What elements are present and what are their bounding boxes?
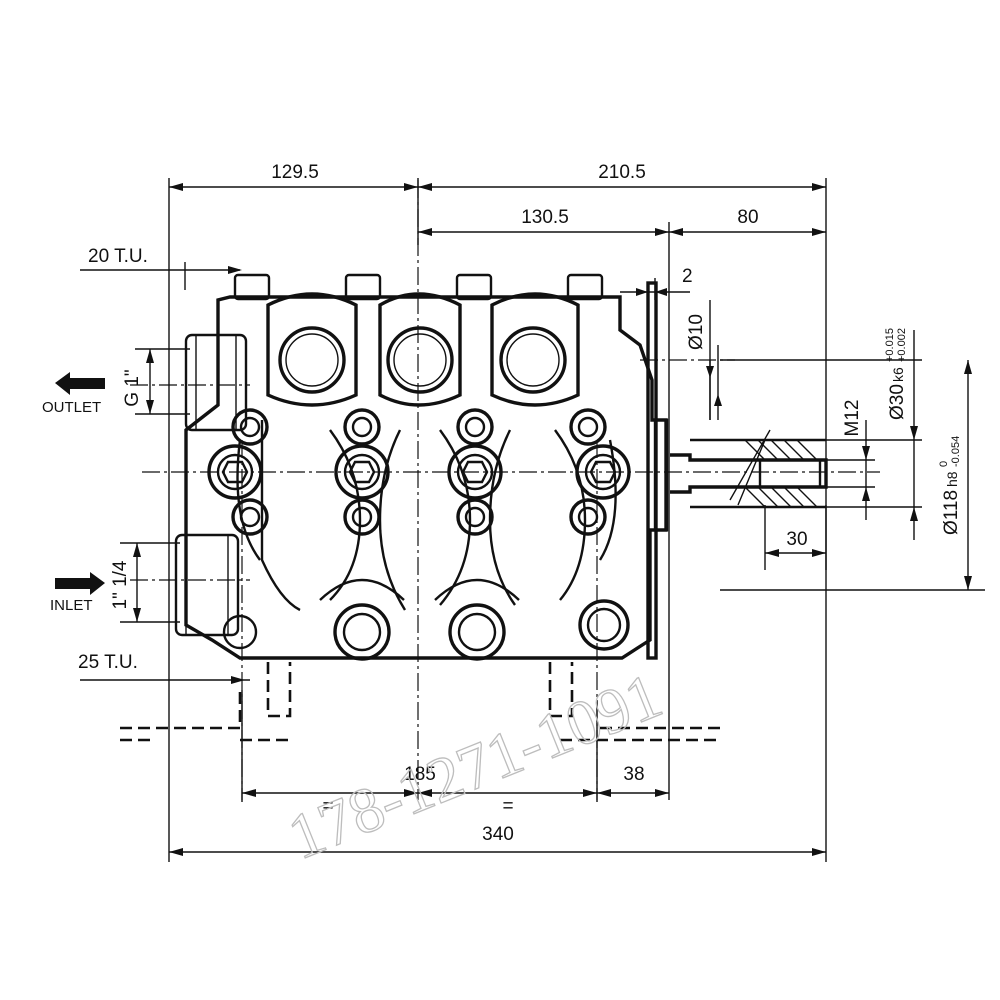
dim-gap-2: 2 bbox=[682, 266, 693, 287]
dim-equal-left: = bbox=[322, 796, 333, 817]
dim-340: 340 bbox=[482, 824, 514, 845]
small-bolts bbox=[231, 408, 607, 536]
outlet-arrow-icon bbox=[55, 372, 105, 395]
pilot-tol-lower: -0.054 bbox=[950, 436, 962, 467]
body-webs bbox=[236, 420, 617, 612]
dim-tu-top: 20 T.U. bbox=[88, 246, 148, 267]
flow-arrows bbox=[55, 372, 105, 595]
dim-shaft-dia: Ø30 k6 +0.015 +0.002 bbox=[884, 328, 908, 420]
dim-129-5: 129.5 bbox=[271, 162, 319, 183]
dim-210-5: 210.5 bbox=[598, 162, 646, 183]
outlet-label: OUTLET bbox=[42, 399, 101, 416]
dim-outlet-thread: G 1" bbox=[122, 369, 143, 406]
hidden-base bbox=[120, 662, 720, 742]
inlet-label: INLET bbox=[50, 597, 93, 614]
inlet-arrow-icon bbox=[55, 572, 105, 595]
dim-thread-m12: M12 bbox=[842, 400, 863, 437]
dim-tu-bottom: 25 T.U. bbox=[78, 652, 138, 673]
shaft-tol-upper: +0.015 bbox=[884, 328, 896, 362]
dimension-labels: 129.5 210.5 130.5 80 2 20 T.U. 25 T.U. 3… bbox=[42, 162, 962, 845]
dim-equal-right: = bbox=[502, 796, 513, 817]
shaft-dia-value: Ø30 bbox=[887, 384, 908, 420]
pump-body bbox=[174, 273, 669, 661]
dim-pilot-dia: Ø118 h8 0 -0.054 bbox=[938, 436, 962, 535]
watermark-text: 178-1271-1091 bbox=[279, 659, 671, 873]
valve-caps bbox=[266, 292, 580, 407]
dim-130-5: 130.5 bbox=[521, 207, 569, 228]
pilot-dia-value: Ø118 bbox=[941, 490, 962, 535]
shaft-tol-grade: k6 bbox=[890, 367, 906, 382]
dim-38: 38 bbox=[623, 764, 644, 785]
pilot-tol-grade: h8 bbox=[944, 471, 960, 487]
dim-key-30: 30 bbox=[786, 529, 807, 550]
shaft-tol-lower: +0.002 bbox=[896, 328, 908, 362]
bolt-bosses-middle bbox=[207, 444, 631, 500]
dim-inlet-thread: 1" 1/4 bbox=[110, 560, 131, 609]
dimension-lines bbox=[133, 183, 972, 856]
top-stud-caps bbox=[233, 273, 604, 301]
dim-80: 80 bbox=[737, 207, 758, 228]
pilot-tol-upper: 0 bbox=[938, 461, 950, 467]
dim-185: 185 bbox=[404, 764, 436, 785]
shaft bbox=[670, 429, 828, 509]
bottom-plugs bbox=[222, 578, 630, 661]
dim-bolt-dia: Ø10 bbox=[686, 314, 707, 350]
